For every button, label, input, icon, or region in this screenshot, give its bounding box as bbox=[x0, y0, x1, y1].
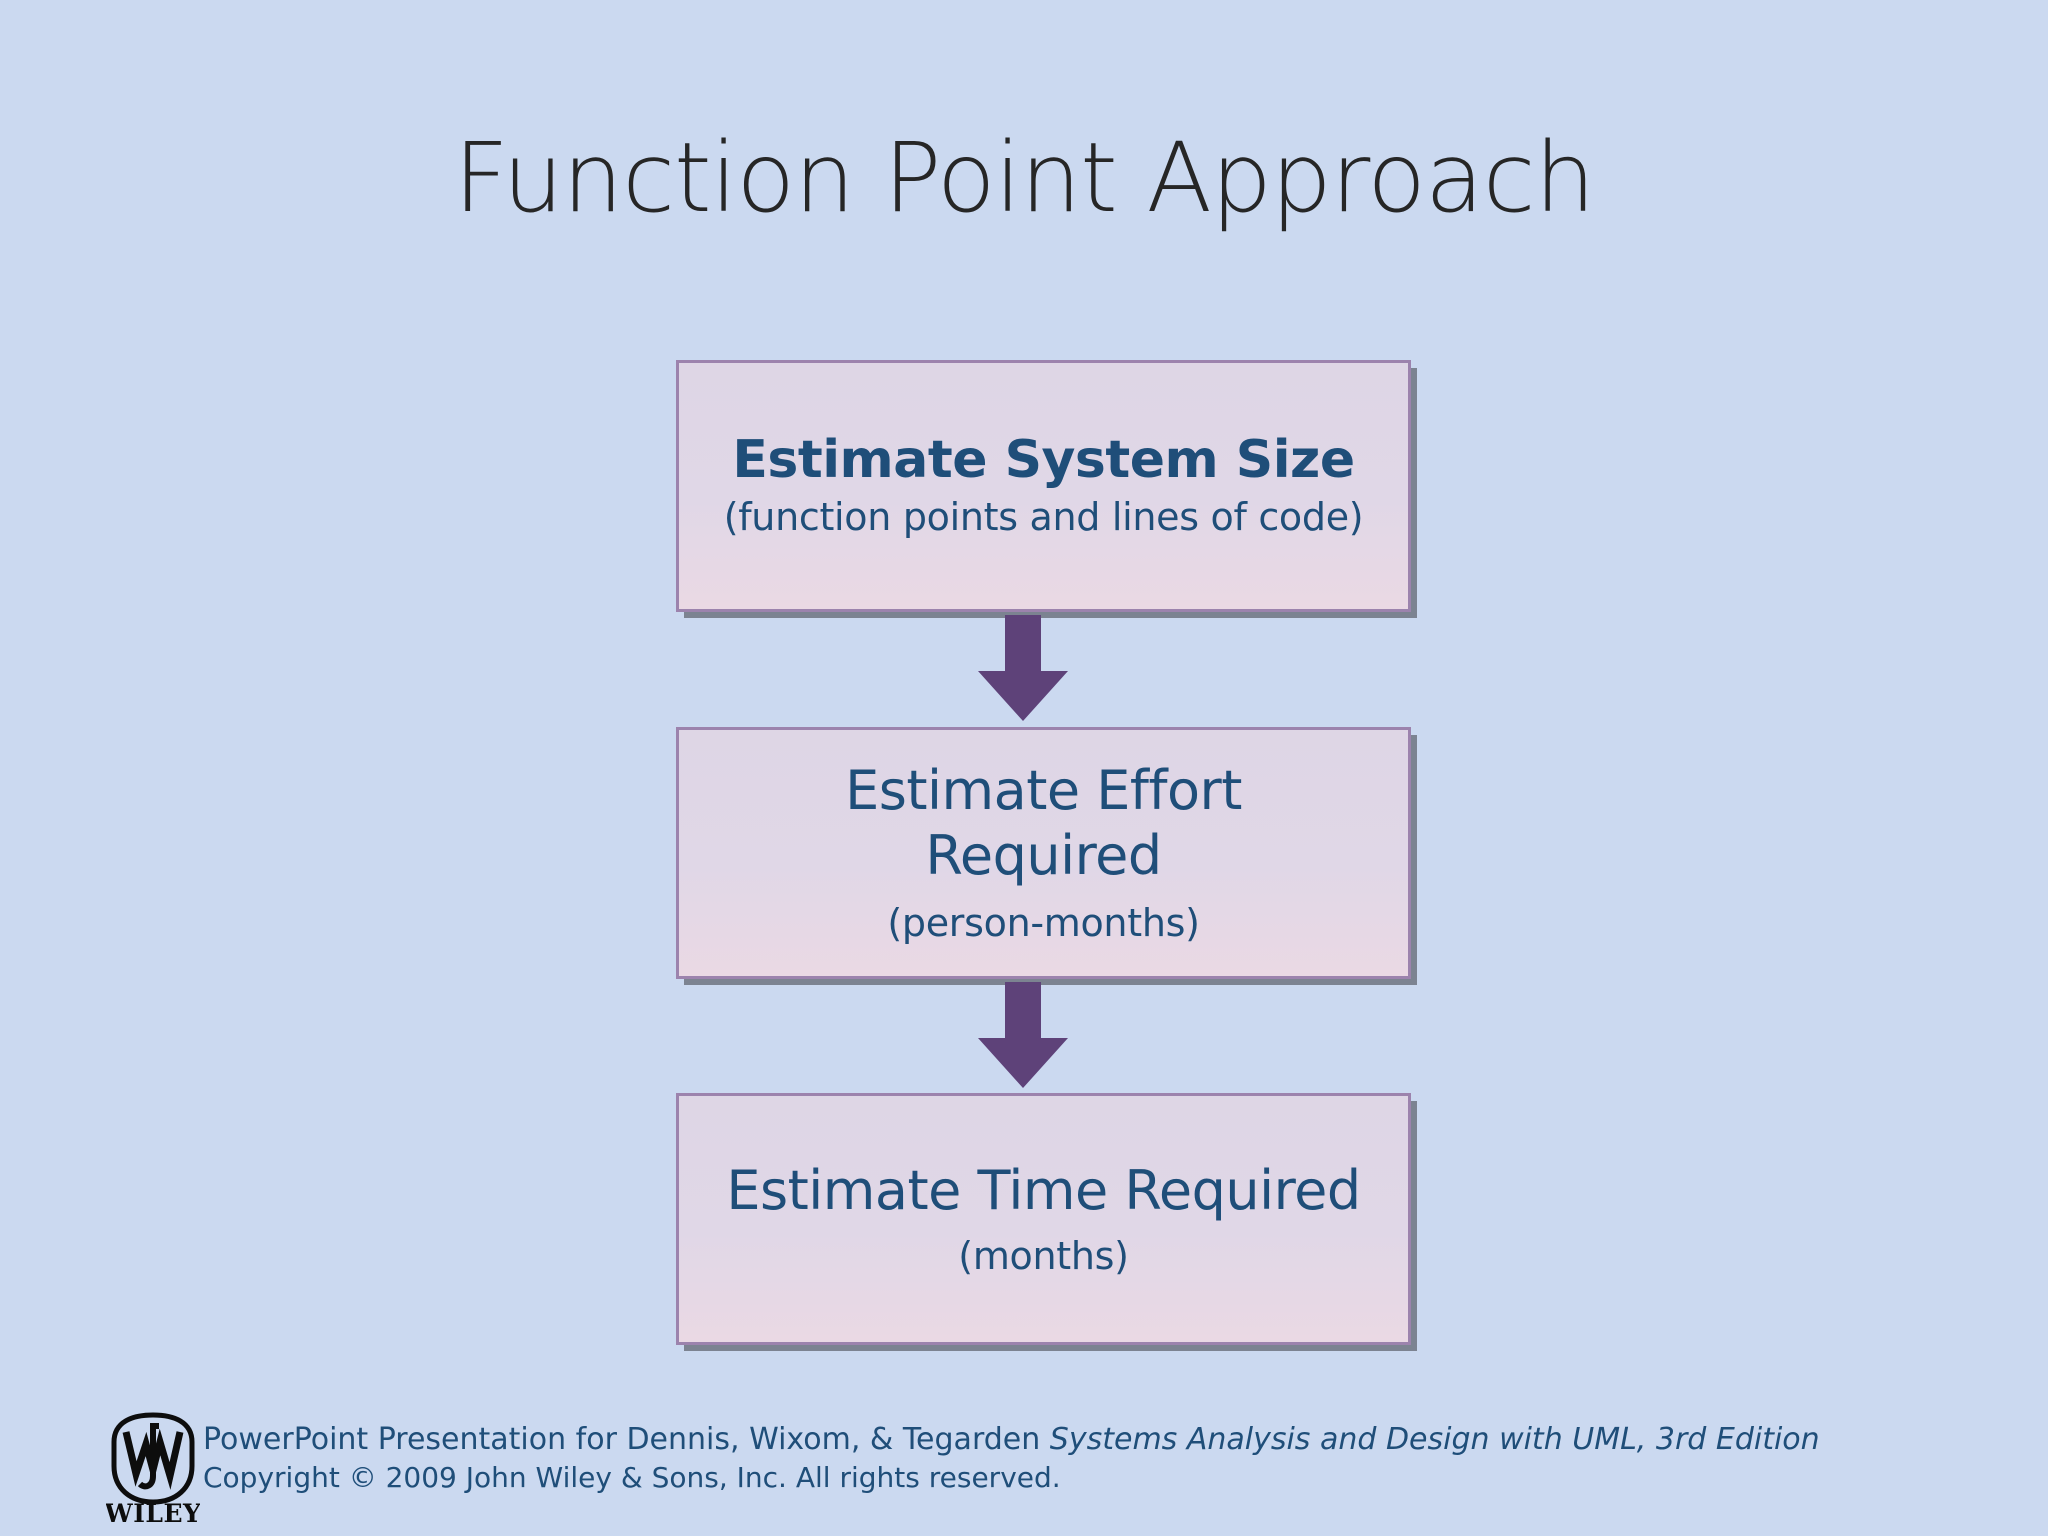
footer-attribution-line: PowerPoint Presentation for Dennis, Wixo… bbox=[203, 1420, 1820, 1460]
footer-book-title: Systems Analysis and Design with UML, 3r… bbox=[1049, 1422, 1820, 1457]
page-title: Function Point Approach bbox=[453, 122, 1596, 234]
flow-box-subtitle: (months) bbox=[958, 1233, 1129, 1278]
footer-attribution-prefix: PowerPoint Presentation for Dennis, Wixo… bbox=[203, 1422, 1050, 1457]
flow-box-estimate-effort-required: Estimate Effort Required (person-months) bbox=[676, 727, 1411, 979]
footer-text-block: PowerPoint Presentation for Dennis, Wixo… bbox=[203, 1420, 1820, 1497]
down-arrow-icon bbox=[968, 982, 1078, 1092]
slide-footer: WILEY PowerPoint Presentation for Dennis… bbox=[0, 1408, 2048, 1536]
footer-copyright-line: Copyright © 2009 John Wiley & Sons, Inc.… bbox=[203, 1460, 1061, 1494]
flow-box-title: Estimate System Size bbox=[732, 430, 1355, 491]
down-arrow-icon bbox=[968, 615, 1078, 725]
flow-box-title: Estimate Time Required bbox=[726, 1158, 1361, 1222]
flow-box-subtitle: (function points and lines of code) bbox=[723, 495, 1364, 540]
svg-text:WILEY: WILEY bbox=[106, 1499, 200, 1524]
flow-box-estimate-time-required: Estimate Time Required (months) bbox=[676, 1093, 1411, 1345]
flow-box-title-line-1: Estimate Effort bbox=[845, 759, 1242, 823]
flow-box-title-line-2: Required bbox=[925, 824, 1162, 888]
wiley-logo-icon: WILEY bbox=[104, 1412, 202, 1528]
flow-box-subtitle: (person-months) bbox=[887, 901, 1200, 945]
flow-box-estimate-system-size: Estimate System Size (function points an… bbox=[676, 360, 1411, 612]
